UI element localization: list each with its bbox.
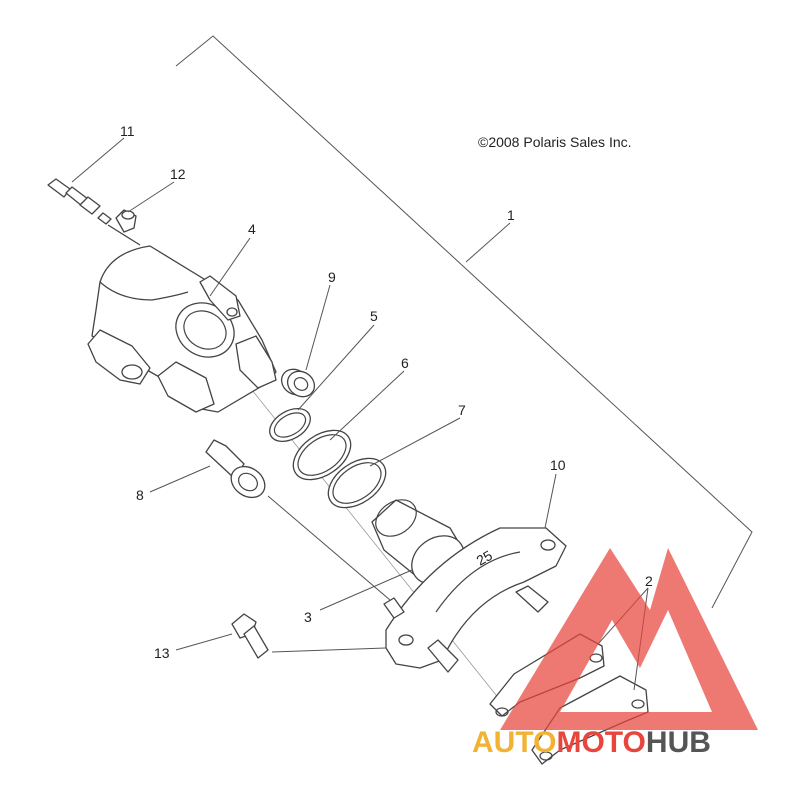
copyright-notice: ©2008 Polaris Sales Inc.: [478, 134, 632, 150]
callout-7: 7: [458, 402, 466, 418]
part-13-bolt: [231, 613, 387, 659]
callout-2: 2: [645, 573, 653, 589]
part-9-seal: [280, 368, 316, 398]
part-5-o-ring: [269, 407, 311, 443]
callout-12: 12: [170, 166, 186, 182]
callout-10: 10: [550, 457, 566, 473]
part-11-bleeder-fitting: [47, 178, 141, 246]
callout-8: 8: [136, 487, 144, 503]
bracket-marking: 25: [474, 547, 496, 569]
leader-lines: [71, 137, 649, 691]
watermark-moto: MOTO: [556, 726, 645, 759]
assembly-bracket-1: [175, 35, 753, 609]
callout-6: 6: [401, 355, 409, 371]
watermark-triangle-icon: [500, 548, 758, 730]
callout-11: 11: [120, 123, 135, 139]
watermark-hub: HUB: [646, 726, 711, 759]
watermark-text: AUTOMOTOHUB: [472, 726, 711, 759]
part-10-mounting-bracket: 25: [383, 527, 567, 673]
watermark-logo: [500, 548, 758, 730]
part-8-guide-pin: [205, 439, 391, 601]
part-12-bleeder-cap: [115, 209, 137, 233]
callout-5: 5: [370, 308, 378, 324]
callout-4: 4: [248, 221, 256, 237]
callout-1: 1: [507, 207, 515, 223]
callout-13: 13: [154, 645, 170, 661]
watermark-auto: AUTO: [472, 726, 556, 759]
callout-9: 9: [328, 269, 336, 285]
part-6-piston-seal: [292, 429, 352, 481]
callout-3: 3: [304, 609, 312, 625]
part-7-dust-seal: [327, 457, 387, 509]
part-4-caliper-body: [87, 245, 277, 413]
